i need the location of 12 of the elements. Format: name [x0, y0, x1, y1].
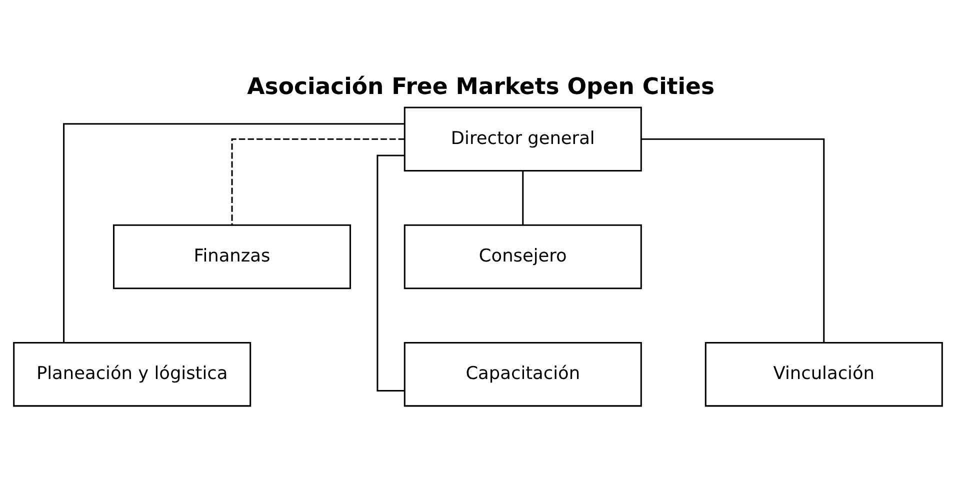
diagram-title: Asociación Free Markets Open Cities — [247, 74, 715, 100]
connector — [63, 122, 404, 342]
connector — [376, 154, 404, 392]
node-box: Consejero — [404, 224, 642, 289]
connector — [641, 138, 825, 342]
connector — [522, 170, 524, 224]
node-box: Vinculación — [704, 341, 943, 406]
node-box: Director general — [404, 106, 642, 171]
node-box: Finanzas — [113, 224, 352, 289]
node-box: Capacitación — [404, 341, 642, 406]
node-box: Planeación y lógistica — [13, 341, 252, 406]
connector — [231, 138, 405, 224]
